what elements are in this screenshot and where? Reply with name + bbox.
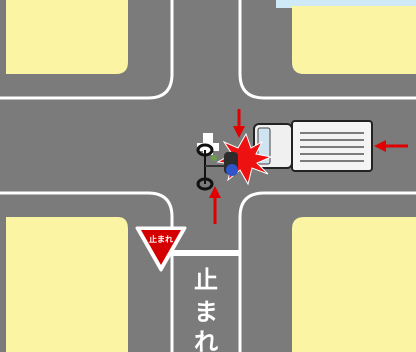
road-marking-char-1: 止 (194, 266, 218, 294)
block-bottom-left (6, 217, 128, 352)
stop-line (172, 250, 240, 256)
arrow-up-icon (209, 186, 221, 224)
truck-icon (253, 120, 373, 172)
road-marking-char-3: れ (194, 328, 218, 352)
block-top-right (292, 6, 416, 74)
stop-sign-text: 止まれ (149, 234, 173, 244)
arrow-left-icon (374, 140, 408, 152)
arrow-down-icon (233, 109, 245, 138)
bicycle-icon (196, 143, 238, 191)
stop-sign-icon: 止まれ (135, 226, 187, 272)
road-marking-char-2: ま (194, 298, 218, 326)
sky-strip (276, 0, 416, 8)
block-top-left (6, 0, 128, 74)
block-bottom-right (292, 217, 416, 352)
